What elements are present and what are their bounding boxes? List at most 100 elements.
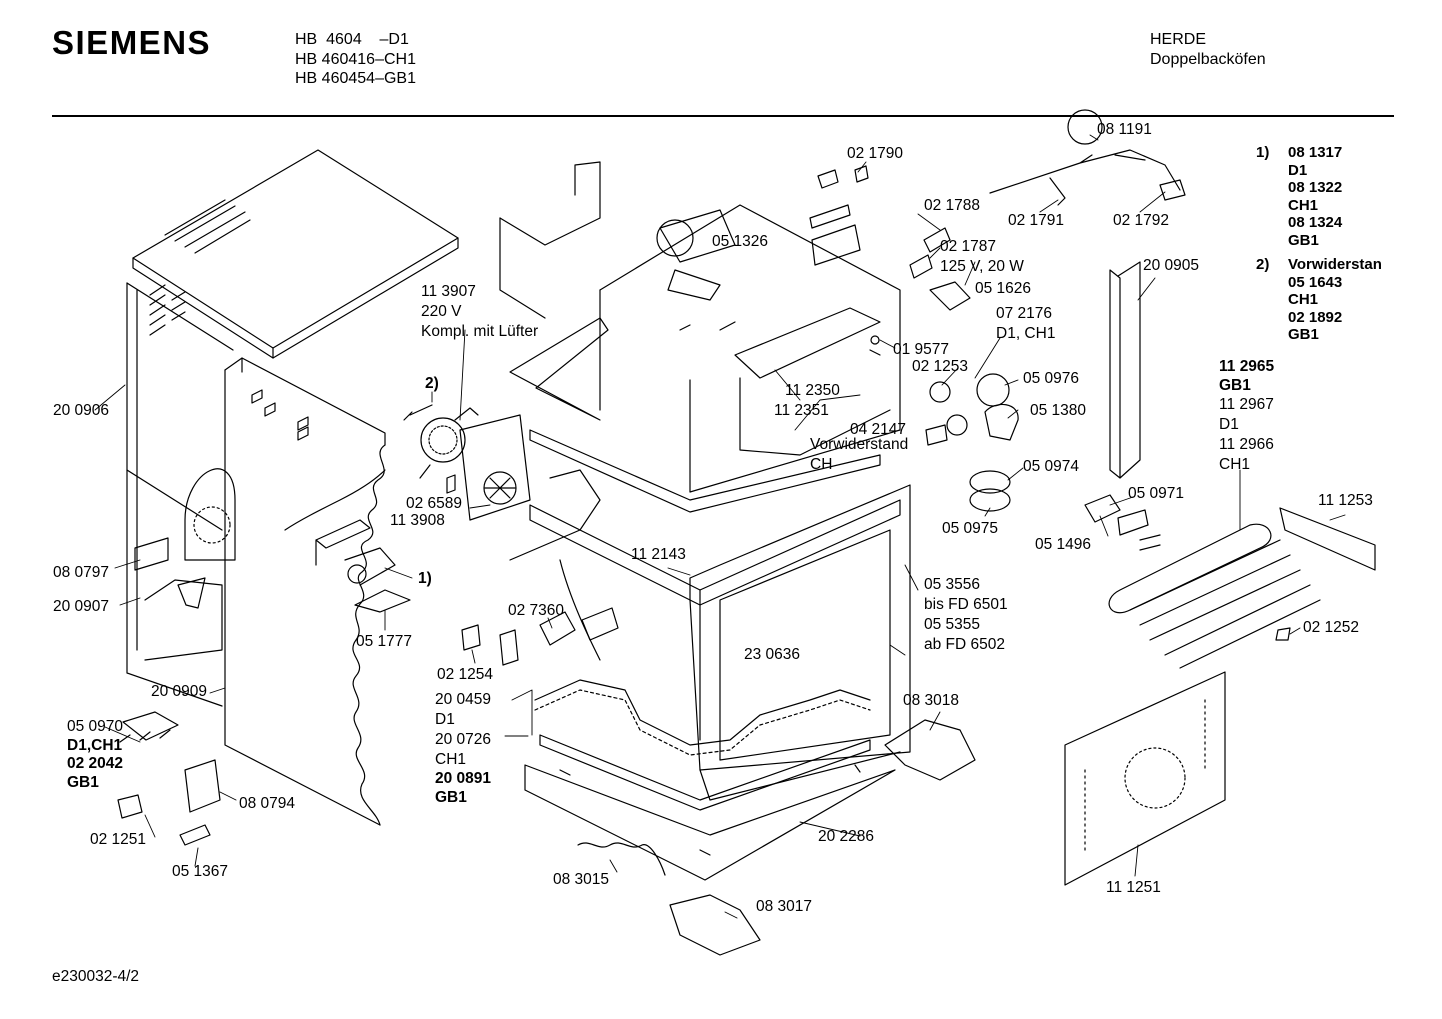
part-label: 05 5355 <box>924 616 981 633</box>
part-label-variant: D1 <box>435 711 455 728</box>
part-label: 02 1791 <box>1008 212 1065 229</box>
note-2-line: CH1 <box>1288 291 1319 308</box>
part-label: 20 0905 <box>1143 257 1200 274</box>
part-label: 05 3556 <box>924 576 981 593</box>
small-parts <box>118 110 1375 955</box>
part-label: 05 1496 <box>1035 536 1092 553</box>
part-label: 11 3908 <box>390 512 445 529</box>
note-1-line: D1 <box>1288 161 1308 179</box>
header-divider <box>52 115 1394 117</box>
part-label: 20 0459 <box>435 691 492 708</box>
footnote-marker: 2) <box>425 375 439 392</box>
side-panel <box>225 358 385 825</box>
note-1-line: CH1 <box>1288 196 1319 214</box>
part-label: 11 1251 <box>1106 879 1161 896</box>
part-label-variant: D1, CH1 <box>996 325 1056 342</box>
note-1-line: 08 1317 <box>1288 144 1343 161</box>
part-label-variant: CH1 <box>435 751 467 768</box>
part-label: 02 1788 <box>924 197 981 214</box>
note-1-line: GB1 <box>1288 231 1319 249</box>
part-label: 05 1367 <box>172 863 229 880</box>
part-label-variant: GB1 <box>1219 377 1251 394</box>
part-label: 05 0970 <box>67 718 124 735</box>
model-gb1: HB 460454–GB1 <box>295 70 416 87</box>
part-label: 20 0726 <box>435 731 492 748</box>
part-label-variant: D1,CH1 <box>67 737 123 754</box>
note-2-list: Vorwiderstan 05 1643 CH1 02 1892 GB1 <box>1288 256 1398 344</box>
part-label: 05 1380 <box>1030 402 1087 419</box>
part-label: 02 1254 <box>437 666 494 683</box>
note-1-line: 08 1322 <box>1288 179 1343 196</box>
part-label: 05 1326 <box>712 233 769 250</box>
part-label: 11 3907 <box>421 283 476 300</box>
part-label: 04 2147 <box>850 421 907 438</box>
model-d1: HB 4604 –D1 <box>295 31 409 48</box>
part-label-desc: Kompl. mit Lüfter <box>421 323 539 340</box>
part-label: 11 1253 <box>1318 492 1373 509</box>
part-label: 02 1790 <box>847 145 904 162</box>
part-label: 07 2176 <box>996 305 1053 322</box>
part-label-variant: D1 <box>1219 416 1239 433</box>
oven-muffle-and-frame <box>525 485 910 880</box>
note-2-line: 05 1643 <box>1288 273 1343 291</box>
footnote-marker: 1) <box>418 570 432 587</box>
category-block: HERDE Doppelbacköfen <box>1150 30 1266 69</box>
oven-outer-casing <box>127 150 458 706</box>
part-label: 02 1787 <box>940 238 997 255</box>
note-2-marker: 2) <box>1256 256 1270 273</box>
part-label: 05 0975 <box>942 520 999 537</box>
part-label: 08 3017 <box>756 898 813 915</box>
part-label: 02 1252 <box>1303 619 1360 636</box>
leader-lines <box>95 135 1345 918</box>
part-label: 11 2143 <box>631 546 686 563</box>
note-1-line: 08 1324 <box>1288 214 1343 231</box>
part-label: 02 1251 <box>90 831 147 848</box>
part-label: 05 0971 <box>1128 485 1185 502</box>
part-label: 11 2351 <box>774 402 829 419</box>
note-2-line: GB1 <box>1288 326 1319 343</box>
part-label: 05 0976 <box>1023 370 1080 387</box>
part-label: 08 1191 <box>1097 121 1152 138</box>
fan-motor-assembly <box>316 405 530 612</box>
part-label-variant: GB1 <box>435 789 467 806</box>
model-ch1: HB 460416–CH1 <box>295 50 416 68</box>
inner-oven-housing <box>500 162 900 560</box>
subcategory: Doppelbacköfen <box>1150 50 1266 68</box>
part-label: 02 7360 <box>508 602 565 619</box>
note-2-line: 02 1892 <box>1288 308 1343 326</box>
part-label-spec: 220 V <box>421 303 462 320</box>
part-label: 23 0636 <box>744 646 801 663</box>
brand-logo: SIEMENS <box>52 24 212 61</box>
model-list: HB 4604 –D1 HB 460416–CH1 HB 460454–GB1 <box>295 30 416 89</box>
part-label: 02 1253 <box>912 358 969 375</box>
part-label: 08 0794 <box>239 795 296 812</box>
part-label: 11 2967 <box>1219 396 1274 413</box>
part-label: 05 0974 <box>1023 458 1080 475</box>
part-label: 11 2350 <box>785 382 840 399</box>
part-label: 20 2286 <box>818 828 875 845</box>
part-label-variant: bis FD 6501 <box>924 596 1008 613</box>
part-label-variant: CH <box>810 456 833 473</box>
part-label: 08 0797 <box>53 564 110 581</box>
part-label: 20 0906 <box>53 402 110 419</box>
note-1-marker: 1) <box>1256 144 1270 161</box>
part-label: 05 1777 <box>356 633 413 650</box>
part-label-spec: 125 V, 20 W <box>940 258 1024 275</box>
drawing-id: e230032-4/2 <box>52 968 140 985</box>
part-label: 05 1626 <box>975 280 1032 297</box>
part-label: 08 3015 <box>553 871 610 888</box>
part-label: 02 6589 <box>406 495 463 512</box>
part-label-desc: Vorwiderstand <box>810 436 909 453</box>
note-1-list: 08 1317 D1 08 1322 CH1 08 1324 GB1 <box>1288 144 1342 249</box>
part-label-variant: GB1 <box>67 774 99 791</box>
category: HERDE <box>1150 31 1207 48</box>
part-label: 20 0907 <box>53 598 110 615</box>
part-label: 11 2965 <box>1219 358 1275 375</box>
part-label: 08 3018 <box>903 692 960 709</box>
part-label-variant: CH1 <box>1219 456 1251 473</box>
part-label: 02 1792 <box>1113 212 1170 229</box>
part-label: 20 0909 <box>151 683 208 700</box>
part-label: 02 2042 <box>67 755 124 772</box>
part-label: 11 2966 <box>1219 436 1274 453</box>
part-label: 20 0891 <box>435 770 492 787</box>
